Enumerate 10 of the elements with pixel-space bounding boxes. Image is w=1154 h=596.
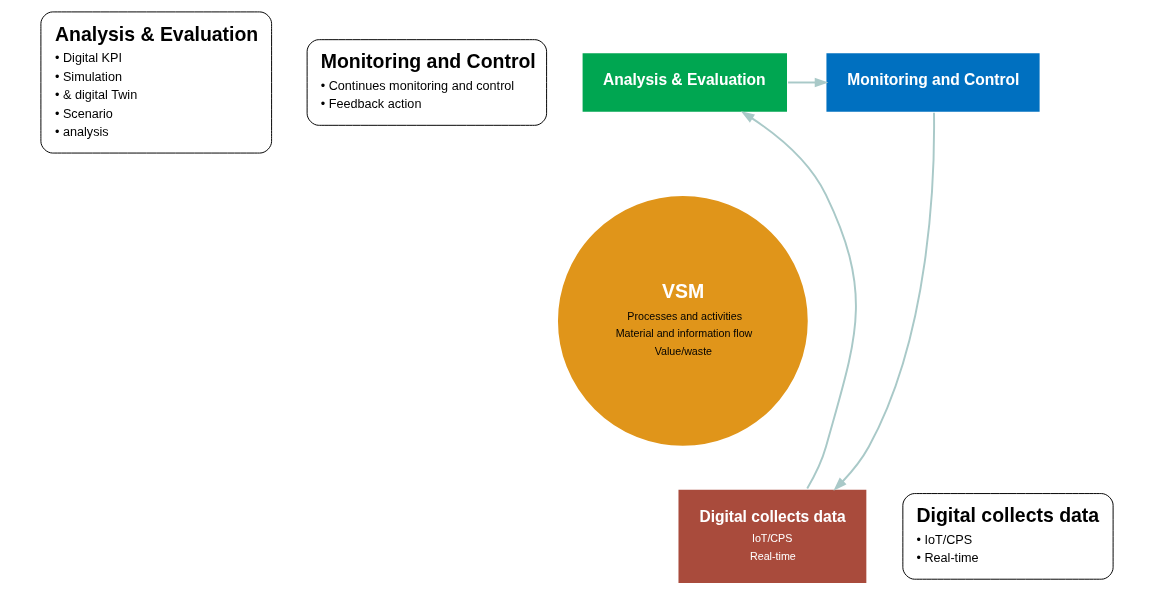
node-circle: VSM Processes and activities Material and information flow Value/waste [556,194,810,448]
arrow [833,111,936,491]
node-box: Monitoring and Control [824,51,1042,114]
node-box: Digital collects data IoT/CPS Real-time [676,487,869,586]
node-box: Monitoring and Control • Continues monitoring and control • Feedback action [306,39,548,126]
arrow [787,77,829,88]
node-box: Digital collects data • IoT/CPS • Real-time [902,493,1114,580]
node-box: Analysis & Evaluation • Digital KPI • Simulation • & digital Twin • Scenario • analysis [40,11,273,154]
node-box: Analysis & Evaluation [580,51,789,114]
arrow [740,111,857,490]
